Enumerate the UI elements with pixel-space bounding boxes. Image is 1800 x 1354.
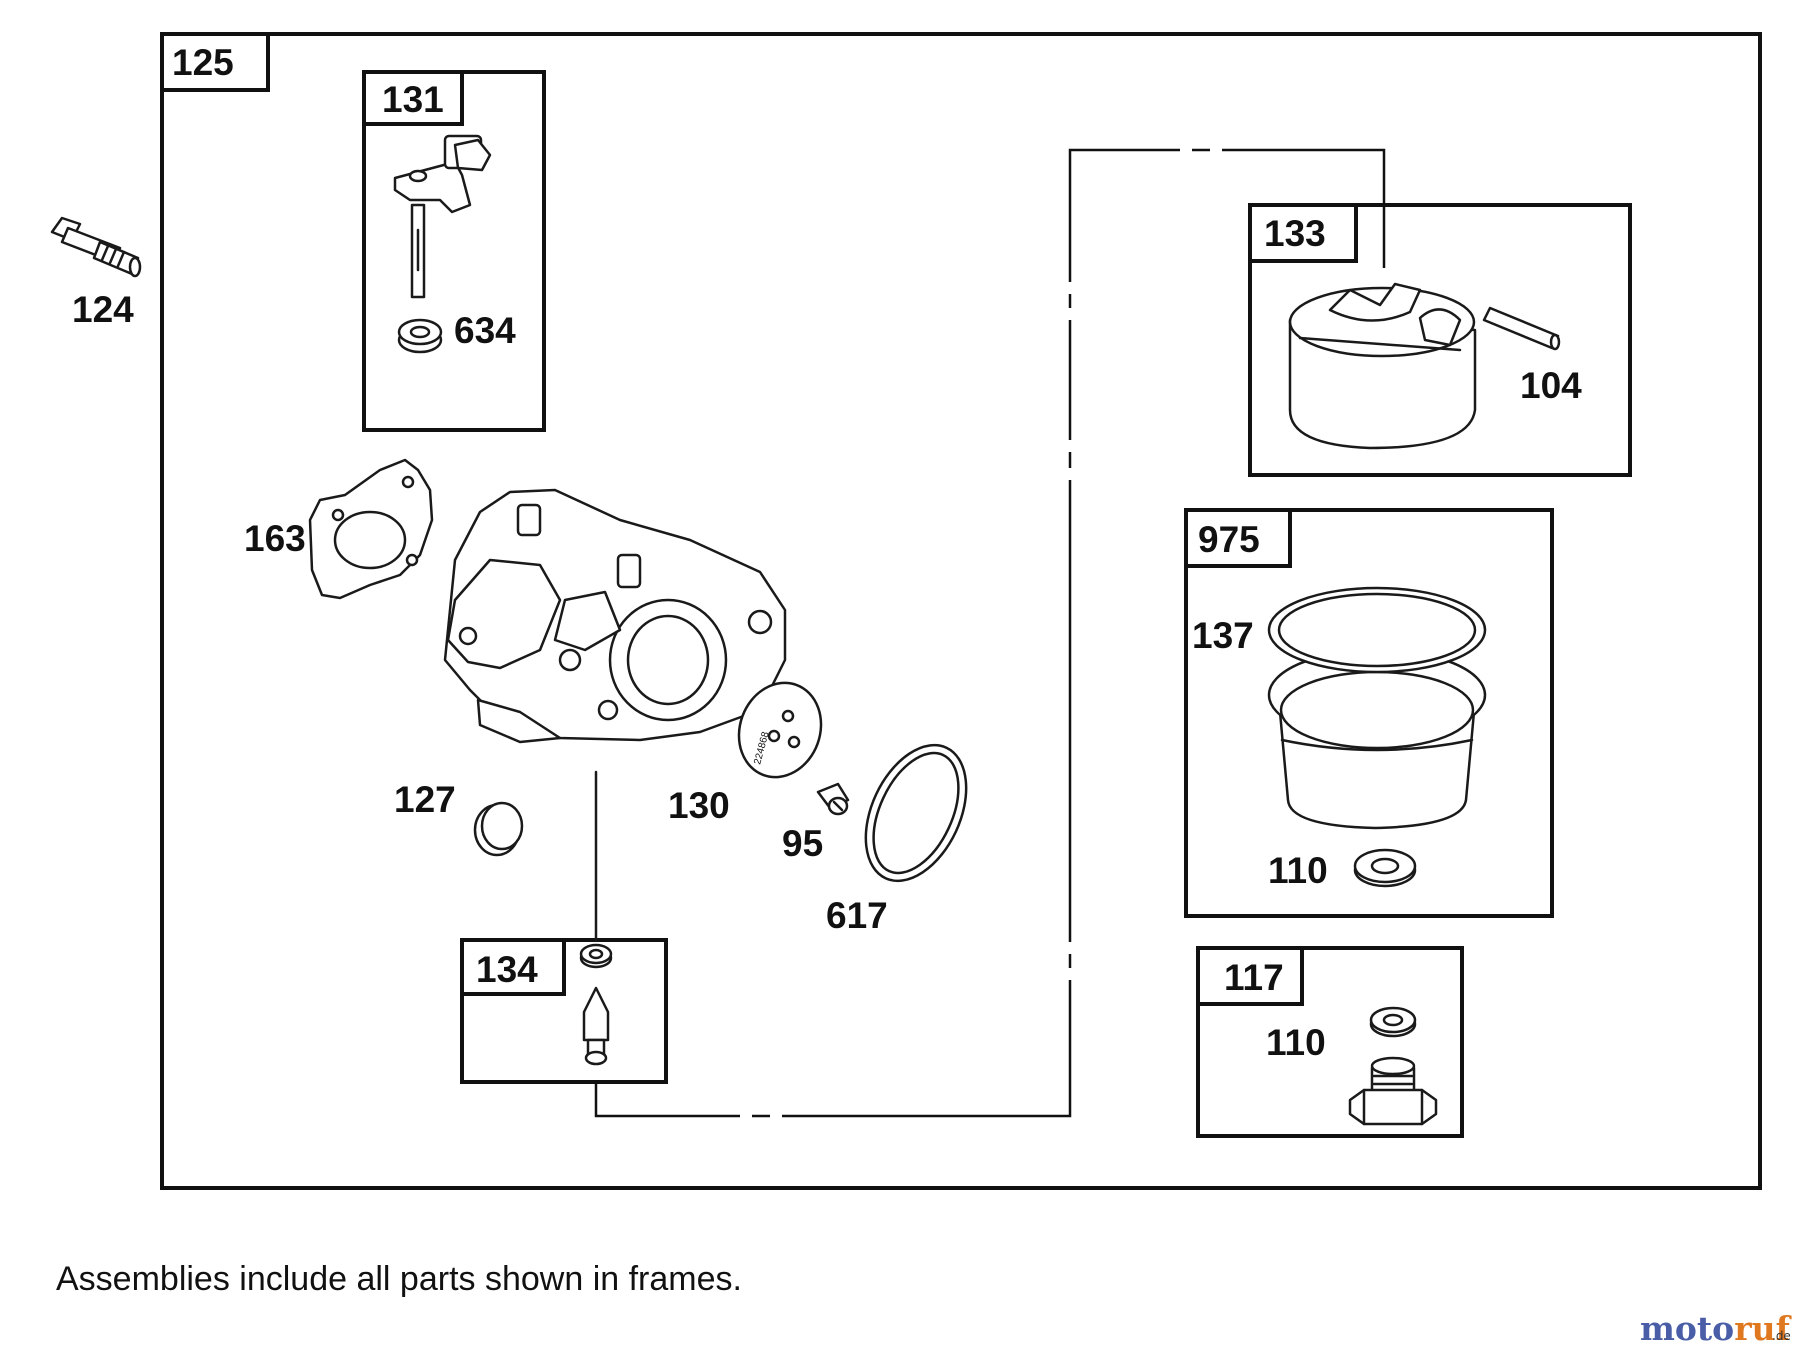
label-634: 634 <box>454 310 516 351</box>
pin-104-part <box>1482 306 1561 351</box>
needle-seat-part <box>579 943 613 1066</box>
assembly-tag-box-975 <box>1184 508 1292 568</box>
plate-130-part: 224868 <box>737 681 823 779</box>
label-617: 617 <box>826 895 888 936</box>
assembly-tag-134: 134 <box>476 949 538 990</box>
carburetor-body-part <box>443 488 787 744</box>
plug-127-part <box>473 801 524 857</box>
fitting-124-part <box>50 216 142 278</box>
label-110-b: 110 <box>1266 1022 1326 1063</box>
watermark-logo: motoruf .de <box>1640 1309 1792 1348</box>
label-137: 137 <box>1192 615 1254 656</box>
label-127: 127 <box>394 779 456 820</box>
svg-text:motoruf: motoruf <box>1640 1309 1792 1348</box>
label-95: 95 <box>782 823 823 864</box>
label-110-a: 110 <box>1268 850 1328 891</box>
float-133-part <box>1288 282 1477 450</box>
screw-95-part <box>816 782 850 816</box>
assembly-tag-975: 975 <box>1198 519 1260 560</box>
diagram-footnote: Assemblies include all parts shown in fr… <box>56 1260 742 1298</box>
float-bowl-part <box>1267 648 1487 830</box>
assembly-frame-975 <box>1184 508 1554 918</box>
assembly-tag-box-133 <box>1248 203 1358 263</box>
washer-110-part-a <box>1353 848 1417 888</box>
label-124: 124 <box>72 289 134 330</box>
watermark-suffix: .de <box>1772 1329 1791 1343</box>
assembly-frame-133 <box>1248 203 1632 477</box>
assembly-tag-box-134 <box>460 938 566 996</box>
bowl-nut-part <box>1348 1056 1438 1126</box>
bowl-gasket-137-part <box>1267 586 1487 674</box>
washer-110-part-b <box>1369 1006 1417 1038</box>
assembly-tag-117: 117 <box>1224 957 1284 998</box>
assembly-tag-box-131 <box>362 70 464 126</box>
label-163: 163 <box>244 518 306 559</box>
assembly-tag-131: 131 <box>382 79 444 120</box>
label-104: 104 <box>1520 365 1582 406</box>
assembly-frame-125 <box>160 32 1762 1190</box>
assembly-frame-117 <box>1196 946 1464 1138</box>
gasket-163-part <box>308 458 434 600</box>
assembly-tag-125: 125 <box>172 42 234 83</box>
label-130: 130 <box>668 785 730 826</box>
assembly-tag-box-117 <box>1196 946 1304 1006</box>
choke-shaft-part <box>393 134 492 299</box>
dash-connector <box>594 148 1386 1118</box>
seal-634-part <box>397 318 443 354</box>
assembly-tag-133: 133 <box>1264 213 1326 254</box>
assembly-tag-box-125 <box>160 32 270 92</box>
oring-617-part <box>864 743 968 883</box>
